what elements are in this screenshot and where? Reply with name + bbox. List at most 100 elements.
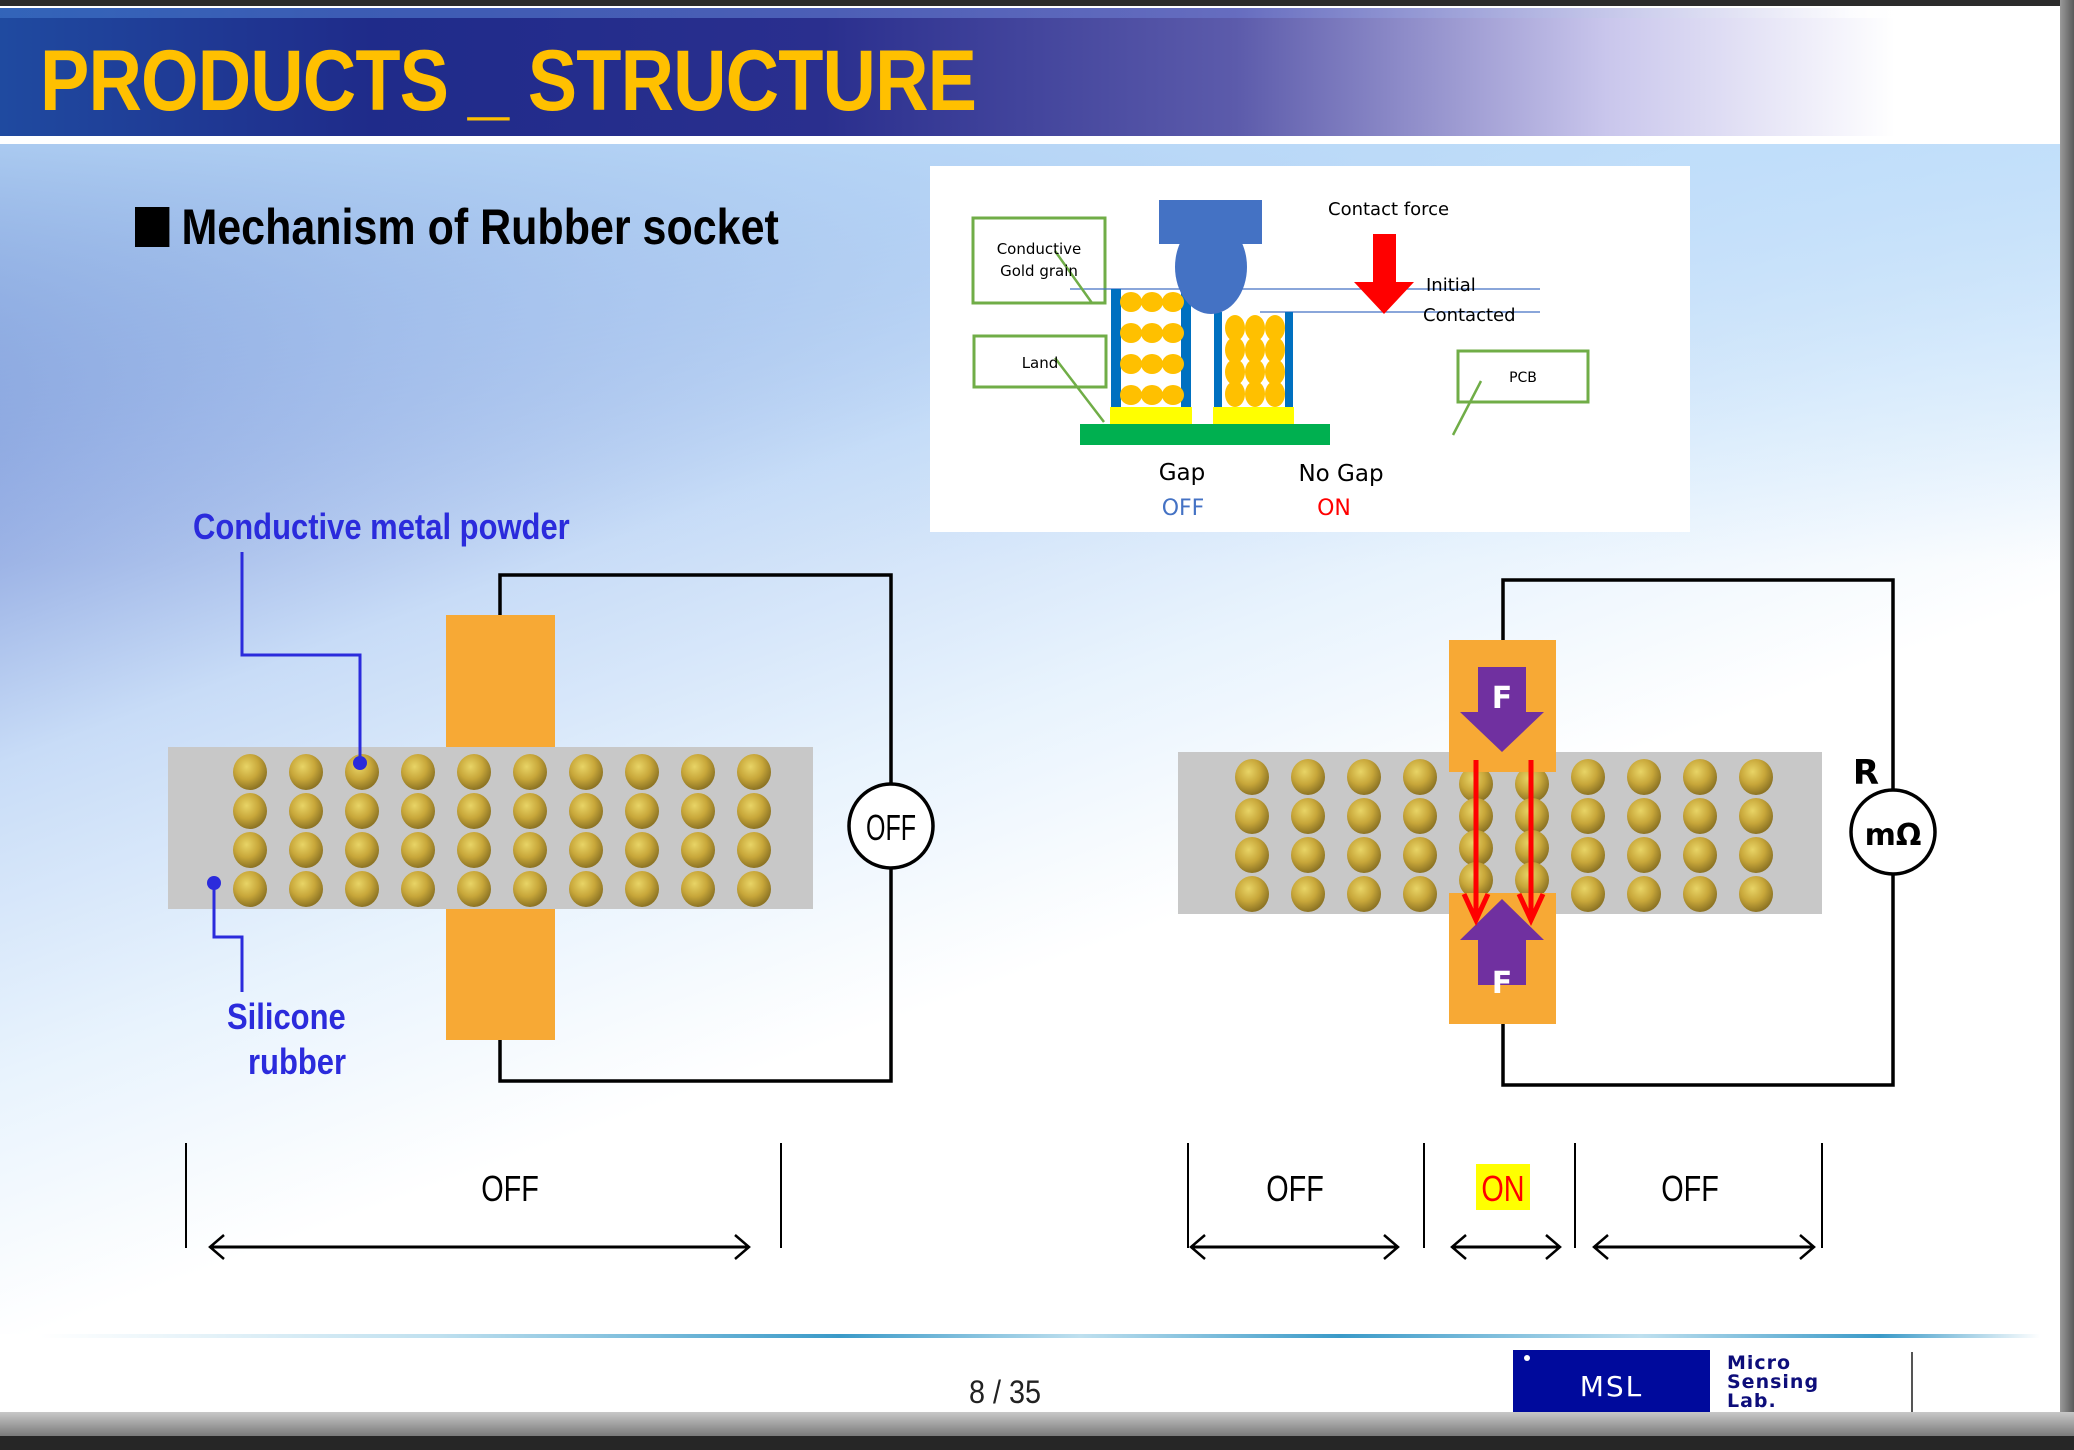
conductive-grain [457, 832, 491, 868]
gold-grain [1245, 337, 1265, 363]
zone-label-off: OFF [1661, 1168, 1719, 1209]
conductive-grain [1683, 798, 1717, 834]
gold-grain [1120, 385, 1142, 405]
force-arrow-up-icon [1460, 899, 1544, 985]
gold-grain [1162, 385, 1184, 405]
conductive-grain [513, 754, 547, 790]
label-pcb: PCB [1509, 370, 1537, 386]
rubber-socket-diagrams: OFF F F mΩ R [168, 552, 1937, 1260]
socket-wall [1181, 289, 1191, 407]
logo-dot [1524, 1355, 1530, 1361]
leader-line [1054, 357, 1105, 423]
land-left [1110, 407, 1192, 424]
leader-line [1053, 250, 1094, 304]
span-arrow-icon [1592, 1234, 1816, 1260]
conductive-grain [1347, 837, 1381, 873]
conductive-grain [1347, 759, 1381, 795]
gold-grain [1162, 354, 1184, 374]
logo-line-sensing: Sensing [1727, 1371, 1820, 1393]
conductive-grain [1571, 837, 1605, 873]
conductive-grain [1291, 759, 1325, 795]
conductive-grain [1291, 876, 1325, 912]
contact-force-arrow-icon [1354, 234, 1414, 314]
slide-title: PRODUCTS _ STRUCTURE [40, 33, 977, 129]
conductive-grain [401, 832, 435, 868]
logo-divider [1911, 1352, 1913, 1418]
label-land: Land [1022, 354, 1059, 372]
conductive-grain [1683, 759, 1717, 795]
footer-divider [40, 1334, 2040, 1338]
conductive-grains-left [233, 754, 771, 907]
logo-wordmark: Micro Sensing Lab. [1727, 1354, 1819, 1411]
conductive-grain [1291, 837, 1325, 873]
on-highlight [1476, 1164, 1530, 1210]
circuit-wire-right-bottom [1501, 874, 1895, 1087]
conductive-grain [737, 754, 771, 790]
conductive-grain [457, 754, 491, 790]
conductive-grain [233, 754, 267, 790]
slide-frame-right [2060, 0, 2074, 1432]
conductive-grain [625, 793, 659, 829]
conductive-grain [345, 871, 379, 907]
pcb-board [1080, 424, 1330, 445]
section-heading-text: Mechanism of Rubber socket [181, 199, 779, 255]
conductive-grain [737, 832, 771, 868]
conductive-grain [233, 871, 267, 907]
label-no-gap: No Gap [1298, 461, 1383, 487]
gold-grain [1162, 323, 1184, 343]
resistance-label: R [1853, 753, 1879, 793]
force-label-top: F [1492, 681, 1513, 716]
title-bar [0, 8, 2060, 136]
land-right [1213, 407, 1294, 424]
label-gold-grain-1: Conductive [997, 240, 1082, 258]
conductive-grain [1291, 798, 1325, 834]
zone-label-off: OFF [1266, 1168, 1324, 1209]
callout-conductive-metal-powder: Conductive metal powder [193, 506, 570, 547]
conductive-grain [1571, 759, 1605, 795]
zone-label-off: OFF [481, 1168, 539, 1209]
conductive-grain [513, 793, 547, 829]
logo-line-micro: Micro [1727, 1352, 1792, 1374]
conductive-grain [681, 754, 715, 790]
conductive-grains-right [1235, 759, 1773, 912]
conductive-grain [513, 832, 547, 868]
state-on: ON [1317, 496, 1351, 521]
gold-grains-no-gap [1225, 315, 1285, 407]
conductive-grain [1235, 798, 1269, 834]
span-arrow-icon [1189, 1234, 1400, 1260]
conductive-grain [457, 793, 491, 829]
callout-dot-rubber [207, 876, 221, 890]
gold-grain [1245, 381, 1265, 407]
conductive-grain [681, 832, 715, 868]
circuit-wire-left-top [498, 573, 893, 784]
gold-grain [1265, 359, 1285, 385]
meter-off-label: OFF [866, 807, 916, 848]
gold-grain [1120, 323, 1142, 343]
gold-grain [1120, 354, 1142, 374]
conductive-grain [345, 793, 379, 829]
conductive-grain [1403, 837, 1437, 873]
gold-grain [1162, 292, 1184, 312]
conductive-grain [345, 832, 379, 868]
label-box-land [972, 334, 1108, 389]
conductive-grain [457, 871, 491, 907]
msl-logo: MSL [1513, 1350, 1710, 1418]
conductive-grain [681, 793, 715, 829]
gold-grain [1265, 381, 1285, 407]
gold-grain [1225, 315, 1245, 341]
window-top-edge [0, 0, 2074, 6]
force-label-bottom: F [1492, 966, 1513, 1001]
ohm-meter-icon [1849, 788, 1937, 876]
span-arrow-icon [208, 1234, 751, 1260]
force-arrow-down-icon [1460, 667, 1544, 752]
conductive-grain [401, 793, 435, 829]
conductive-grain [625, 754, 659, 790]
conductive-grain [737, 871, 771, 907]
conductive-grain [289, 871, 323, 907]
conductive-grain [1403, 876, 1437, 912]
gold-grain [1225, 381, 1245, 407]
gold-grain [1245, 315, 1265, 341]
current-path-arrow-icon [1516, 760, 1546, 926]
conductive-grain [1403, 798, 1437, 834]
slide-frame-bottom [0, 1412, 2074, 1436]
